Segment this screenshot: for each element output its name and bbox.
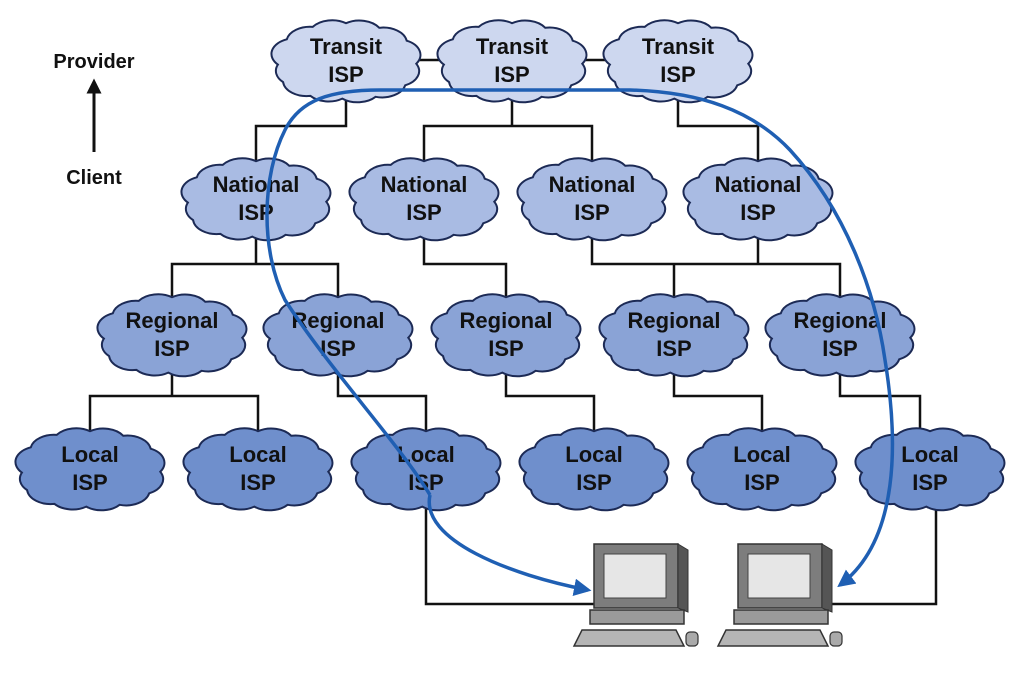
national-isp-label-line2: ISP — [574, 200, 609, 225]
cloud-icon — [518, 427, 670, 512]
transit-isp-label-line2: ISP — [328, 62, 363, 87]
cloud-icon — [430, 293, 582, 378]
local-isp-label-line2: ISP — [912, 470, 947, 495]
link-transit3-national4 — [676, 100, 760, 160]
cloud-icon — [96, 293, 248, 378]
local-isp-label-line1: Local — [229, 442, 286, 467]
local-isp-label-line2: ISP — [744, 470, 779, 495]
link-local3-computer1 — [424, 508, 596, 606]
link-national1-regional12 — [170, 238, 340, 296]
cloud-icon — [180, 157, 332, 242]
regional-isp-label-line1: Regional — [628, 308, 721, 333]
cloud-icon — [686, 427, 838, 512]
regional-isp-label-line1: Regional — [460, 308, 553, 333]
regional-isp-label-line1: Regional — [292, 308, 385, 333]
cloud-icon — [350, 427, 502, 512]
regional-isp-label-line2: ISP — [822, 336, 857, 361]
national-isp-label-line1: National — [549, 172, 636, 197]
isp-clouds: TransitISPTransitISPTransitISPNationalIS… — [14, 19, 1006, 512]
cloud-icon — [262, 293, 414, 378]
transit-isp-label-line1: Transit — [476, 34, 549, 59]
legend: Provider Client — [53, 51, 134, 189]
national-isp-label-line2: ISP — [406, 200, 441, 225]
transit-isp-label-line1: Transit — [642, 34, 715, 59]
regional-isp-label-line1: Regional — [794, 308, 887, 333]
legend-provider-label: Provider — [53, 51, 134, 73]
cloud-icon — [598, 293, 750, 378]
connection-lines — [88, 58, 938, 606]
route-path-to-computer2 — [265, 88, 895, 588]
regional-isp-label-line1: Regional — [126, 308, 219, 333]
link-transit1-national1 — [254, 100, 348, 160]
regional-isp-label-line2: ISP — [154, 336, 189, 361]
link-regional2-local3 — [336, 372, 428, 430]
local-isp-label-line1: Local — [565, 442, 622, 467]
regional-isp-label-line2: ISP — [656, 336, 691, 361]
regional-isp-label-line2: ISP — [488, 336, 523, 361]
desktop-computer-icon — [716, 543, 843, 647]
cloud-icon — [436, 19, 588, 104]
national-isp-label-line1: National — [715, 172, 802, 197]
local-isp-label-line1: Local — [733, 442, 790, 467]
link-national2-regional3 — [422, 238, 508, 296]
national-isp-label-line1: National — [213, 172, 300, 197]
local-isp-label-line2: ISP — [72, 470, 107, 495]
transit-isp-label-line2: ISP — [494, 62, 529, 87]
national-isp-label-line1: National — [381, 172, 468, 197]
link-regional4-local5 — [672, 372, 764, 430]
local-isp-label-line1: Local — [397, 442, 454, 467]
local-isp-label-line1: Local — [901, 442, 958, 467]
cloud-icon — [182, 427, 334, 512]
link-regional3-local4 — [504, 372, 596, 430]
link-transit2-national23 — [422, 100, 594, 160]
route-arrow-to-computer1 — [427, 494, 592, 596]
cloud-icon — [516, 157, 668, 242]
local-isp-label-line2: ISP — [240, 470, 275, 495]
national-isp-label-line2: ISP — [740, 200, 775, 225]
local-isp-label-line1: Local — [61, 442, 118, 467]
computers — [572, 543, 843, 647]
link-regional5-local6 — [838, 372, 922, 430]
transit-isp-label-line1: Transit — [310, 34, 383, 59]
legend-client-label: Client — [66, 167, 122, 189]
link-local6-computer2 — [826, 508, 938, 606]
cloud-icon — [348, 157, 500, 242]
local-isp-label-line2: ISP — [576, 470, 611, 495]
desktop-computer-icon — [572, 543, 699, 647]
transit-isp-label-line2: ISP — [660, 62, 695, 87]
cloud-icon — [682, 157, 834, 242]
link-national34-regional45 — [590, 238, 842, 296]
cloud-icon — [14, 427, 166, 512]
link-regional1-local12 — [88, 372, 260, 430]
cloud-icon — [270, 19, 422, 104]
cloud-icon — [602, 19, 754, 104]
